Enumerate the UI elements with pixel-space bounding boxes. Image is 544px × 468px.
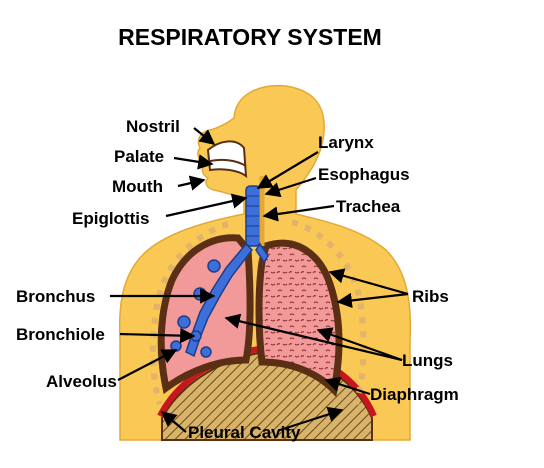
arrow-lungs-right [316, 327, 403, 362]
pointer-arrows [110, 127, 409, 433]
label-mouth: Mouth [112, 177, 163, 196]
label-trachea: Trachea [336, 197, 401, 216]
label-nostril: Nostril [126, 117, 180, 136]
label-ribs: Ribs [412, 287, 449, 306]
arrow-palate [173, 154, 214, 170]
nasal-cavity [206, 140, 248, 179]
arrow-esophagus [264, 176, 317, 198]
arrow-larynx [256, 151, 319, 189]
label-lungs: Lungs [402, 351, 453, 370]
label-epiglottis: Epiglottis [72, 209, 149, 228]
label-larynx: Larynx [318, 133, 374, 152]
arrow-ribs-upper [328, 268, 409, 296]
arrow-diaphragm [324, 376, 371, 396]
label-esophagus: Esophagus [318, 165, 410, 184]
arrow-pleural-right [279, 406, 344, 432]
label-alveolus: Alveolus [46, 372, 117, 391]
label-pleural-cavity: Pleural Cavity [188, 423, 301, 442]
arrow-bronchiole [119, 327, 196, 344]
diagram-title: RESPIRATORY SYSTEM [118, 24, 382, 50]
arrow-trachea [262, 204, 335, 222]
label-diaphragm: Diaphragm [370, 385, 459, 404]
arrow-epiglottis [165, 193, 248, 218]
arrow-pleural-left [160, 411, 187, 433]
trachea-tube [245, 185, 261, 247]
label-bronchus: Bronchus [16, 287, 95, 306]
arrow-mouth [177, 175, 206, 191]
ribs-left [149, 221, 229, 405]
arrow-nostril [193, 127, 216, 145]
arrow-ribs-lower [336, 292, 409, 309]
label-bronchiole: Bronchiole [16, 325, 105, 344]
ribs-right [291, 219, 367, 405]
arrow-alveolus [117, 349, 178, 381]
arrow-lungs-left [224, 313, 403, 362]
label-palate: Palate [114, 147, 164, 166]
